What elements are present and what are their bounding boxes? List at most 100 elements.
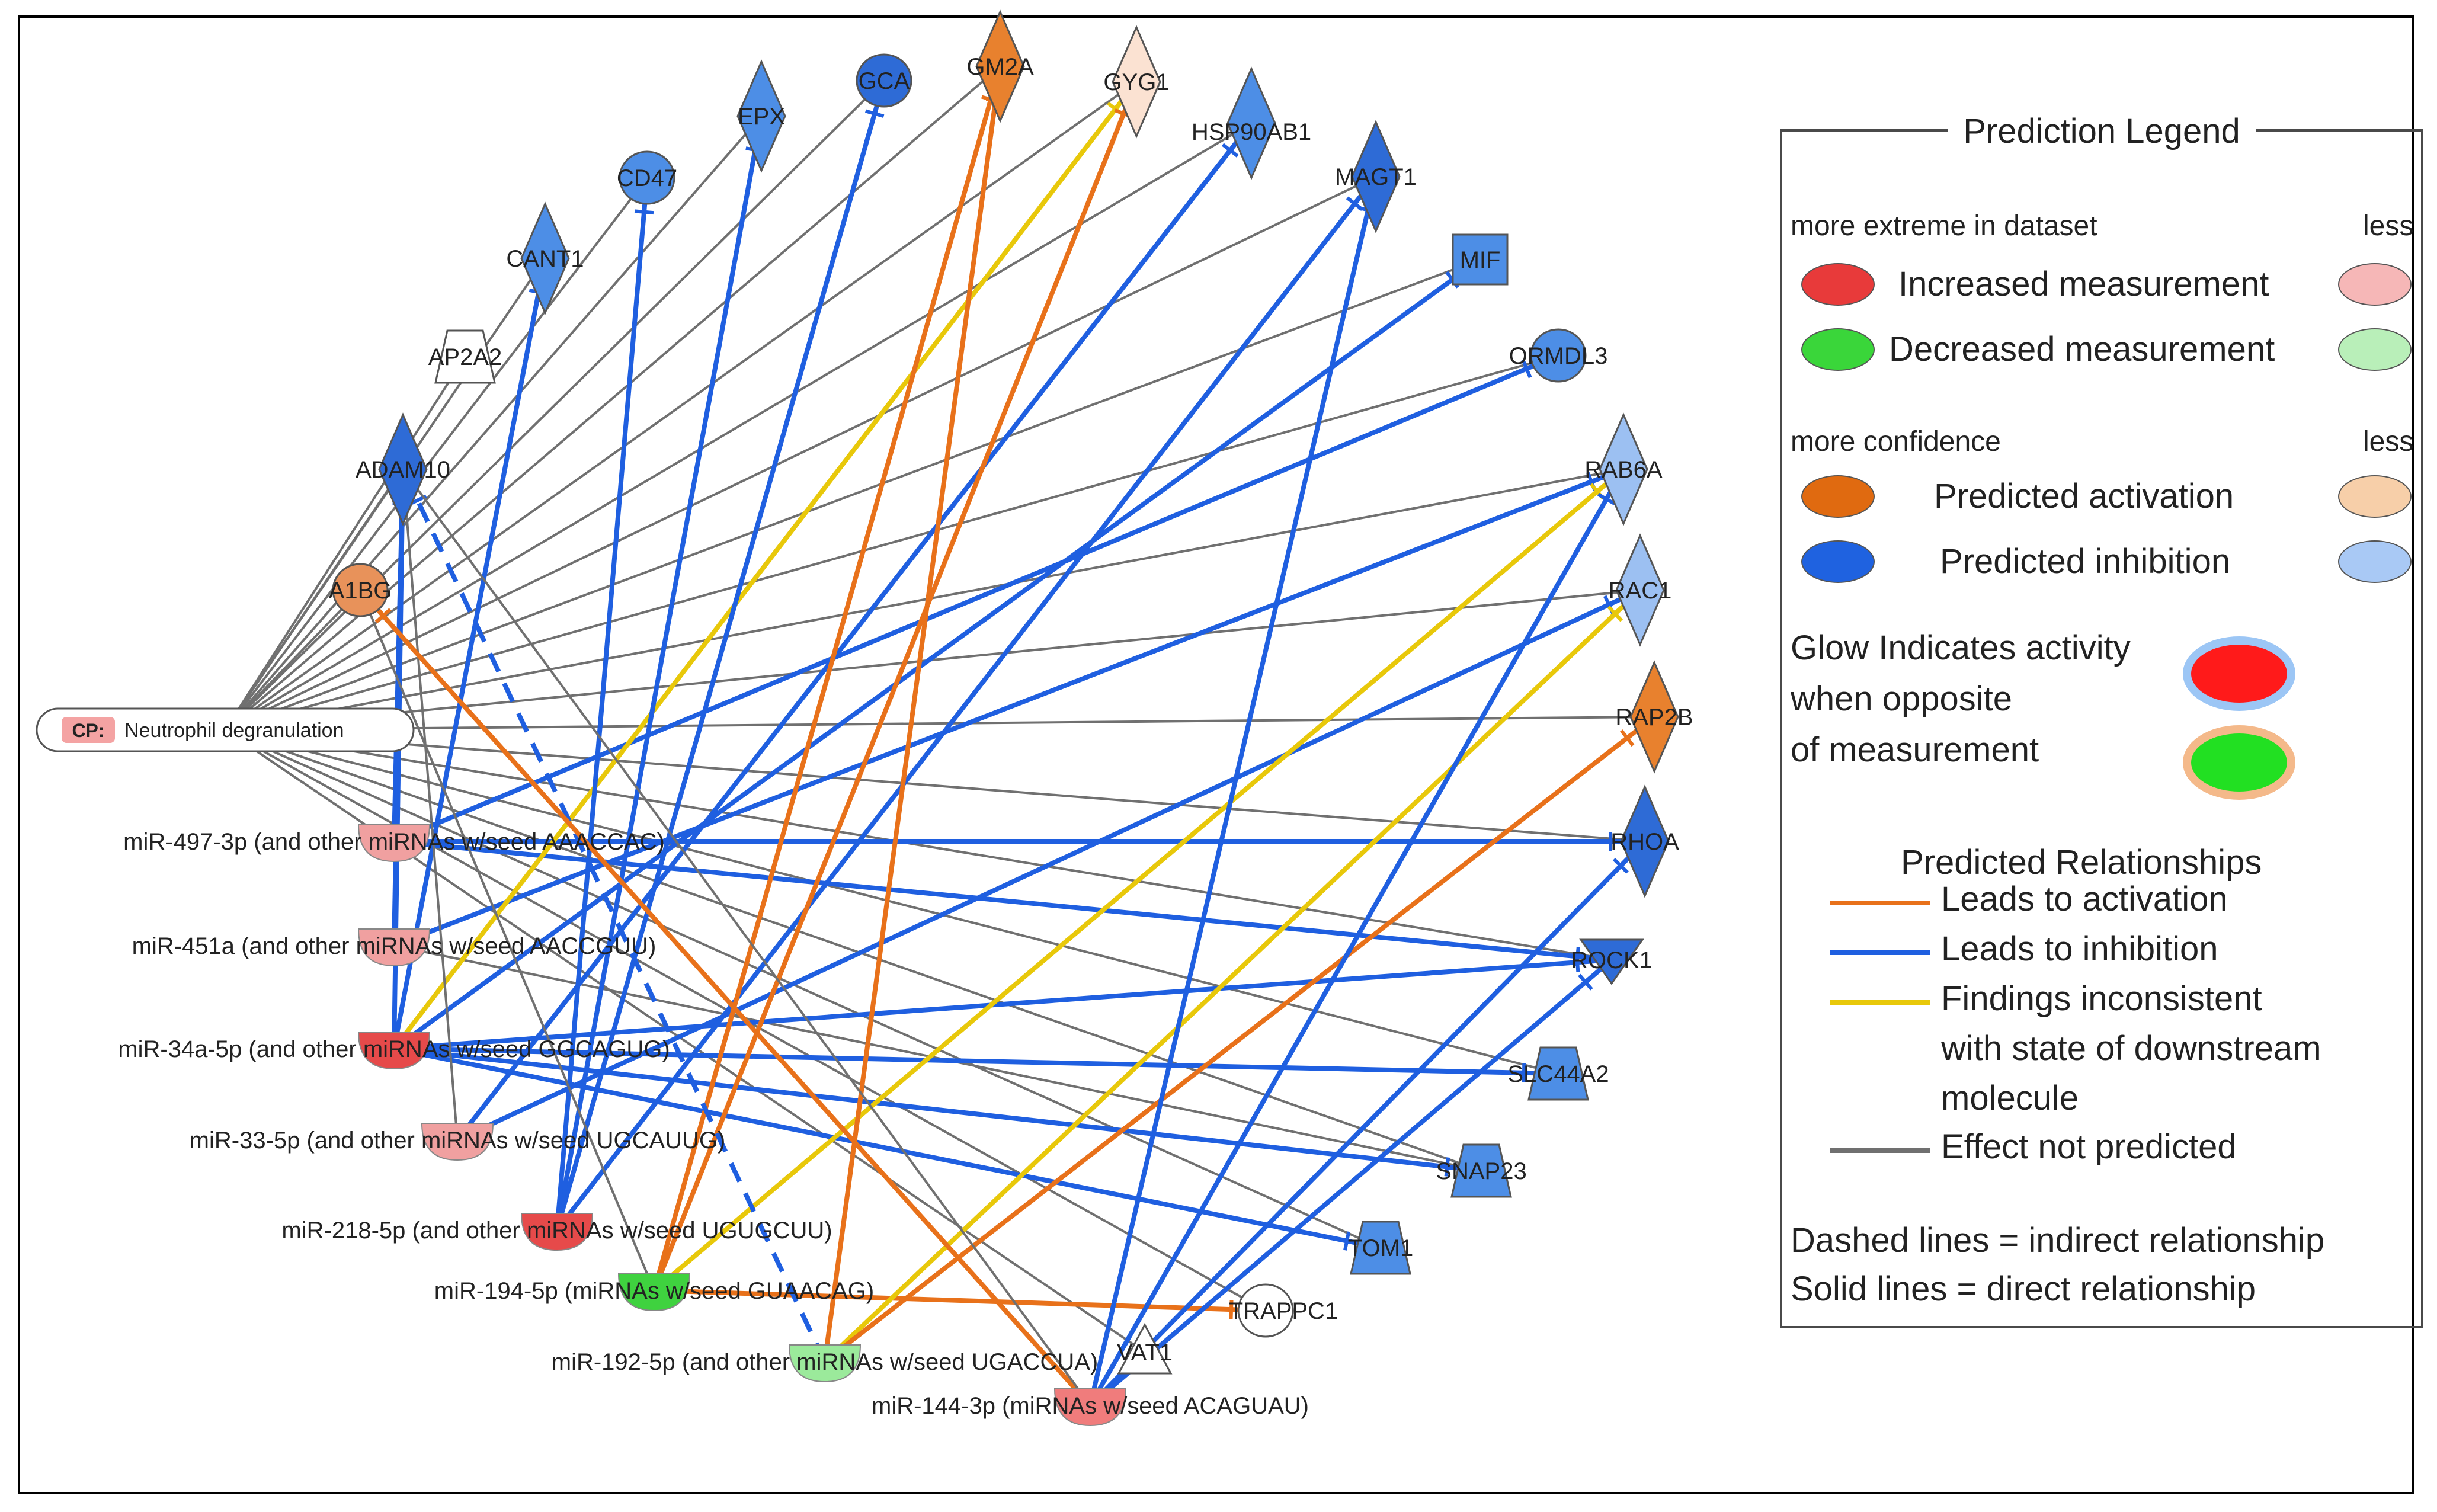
node-label-a1bg: A1BG [329, 578, 392, 604]
legend-rel-activation: Leads to activation [1941, 880, 2228, 918]
node-tom1[interactable] [1350, 1221, 1411, 1275]
edge-end-m192-RAP2B [1620, 729, 1635, 747]
swatch-increased-strong [1801, 263, 1875, 306]
node-snap23[interactable] [1450, 1143, 1512, 1198]
edge-m34-TOM1 [393, 1046, 1381, 1250]
edge-end-m34-SNAP23 [1444, 1157, 1450, 1177]
node-ormdl3[interactable] [1530, 328, 1587, 383]
legend-line-inhibition [1830, 950, 1930, 955]
edge-m218-CD47 [555, 177, 649, 1231]
edge-end-m34-ROCK1 [1574, 953, 1580, 972]
edge-end-m497-ORMDL3 [1521, 359, 1532, 379]
node-layer: CP:Neutrophil degranulationADAM10AP2A2CA… [36, 9, 1693, 1427]
node-label-rock1: ROCK1 [1571, 947, 1653, 973]
node-trappc1[interactable] [1237, 1283, 1294, 1338]
mirna-node-m451[interactable] [357, 928, 431, 967]
swatch-inhibition-weak [2338, 540, 2412, 583]
legend-extreme-header: more extreme in dataset [1791, 210, 2097, 242]
node-label-adam10: ADAM10 [356, 457, 450, 483]
node-label-cant1: CANT1 [506, 246, 584, 272]
node-label-rab6a: RAB6A [1584, 457, 1662, 483]
hub-tag: CP: [72, 720, 104, 741]
edge-hub-HSP90AB1 [224, 122, 1253, 731]
node-label-vat1: VAT1 [1117, 1340, 1173, 1366]
edge-hub-SNAP23 [225, 729, 1482, 1172]
network-diagram: CP:Neutrophil degranulationADAM10AP2A2CA… [36, 9, 1693, 1427]
legend-title: Prediction Legend [1948, 112, 2256, 150]
edge-m144-RHOA [1088, 840, 1647, 1407]
edge-m497-ROCK1 [393, 839, 1612, 962]
edge-m218-MAGT1 [555, 175, 1378, 1232]
node-cant1[interactable] [520, 201, 570, 315]
node-slc44a2[interactable] [1527, 1046, 1589, 1101]
edge-end-m218-CD47 [634, 209, 654, 215]
edge-m218-GCA [555, 79, 886, 1231]
legend-less-1: less [2363, 210, 2414, 242]
node-gca[interactable] [856, 53, 912, 108]
legend-confidence-header: more confidence [1791, 426, 2001, 457]
node-gm2a[interactable] [975, 9, 1025, 123]
node-rhoa[interactable] [1620, 784, 1670, 898]
mirna-label-m194: miR-194-5p (miRNAs w/seed GUAACAG) [434, 1278, 874, 1304]
edge-m192-RAC1 [823, 588, 1642, 1363]
edge-hub-EPX [224, 115, 763, 731]
swatch-activation-weak [2338, 475, 2412, 518]
edge-m194-TRAPPC1 [654, 1288, 1266, 1313]
legend-rel-inconsistent-1: Findings inconsistent [1941, 979, 2262, 1018]
edge-m192-GM2A [822, 66, 1003, 1362]
legend-increased: Increased measurement [1898, 265, 2269, 303]
edge-m497-ORMDL3 [393, 353, 1559, 844]
edge-end-m192-RAC1 [1607, 606, 1623, 622]
node-mif[interactable] [1452, 233, 1509, 286]
hub-node[interactable] [36, 707, 415, 752]
edge-hub-CANT1 [224, 257, 546, 731]
node-adam10[interactable] [378, 412, 428, 526]
node-epx[interactable] [736, 59, 786, 173]
node-label-snap23: SNAP23 [1436, 1158, 1526, 1184]
figure-frame [18, 15, 2414, 1494]
node-hsp90ab1[interactable] [1226, 66, 1276, 180]
node-rab6a[interactable] [1599, 412, 1648, 526]
swatch-inhibition-strong [1801, 540, 1875, 583]
edge-m144-RAB6A [1088, 468, 1626, 1407]
edge-end-m144-A1BG [374, 608, 392, 624]
edge-m144-A1BG [358, 588, 1092, 1407]
legend-glow-2: when opposite [1791, 680, 2013, 718]
mirna-node-m192[interactable] [788, 1344, 862, 1383]
node-rap2b[interactable] [1629, 660, 1679, 774]
node-a1bg[interactable] [332, 563, 389, 617]
edge-hub-RAP2B [225, 716, 1655, 731]
node-label-gca: GCA [859, 68, 910, 94]
node-gyg1[interactable] [1112, 25, 1161, 139]
mirna-node-m33[interactable] [421, 1123, 494, 1161]
node-rock1[interactable] [1579, 938, 1644, 985]
edge-m33-HSP90AB1 [455, 121, 1254, 1142]
mirna-node-m34[interactable] [357, 1032, 431, 1070]
edge-m144-ADAM10 [402, 468, 1091, 1407]
legend-rel-inhibition: Leads to inhibition [1941, 930, 2218, 968]
edge-layer [224, 65, 1656, 1408]
node-rac1[interactable] [1615, 533, 1665, 647]
mirna-label-m451: miR-451a (and other miRNAs w/seed AACCGU… [132, 933, 657, 959]
edge-m451-RAB6A [393, 467, 1625, 948]
legend-less-2: less [2363, 426, 2414, 457]
edge-m144-ROCK1 [1088, 957, 1613, 1408]
mirna-node-m144[interactable] [1053, 1388, 1127, 1427]
node-magt1[interactable] [1351, 120, 1401, 233]
node-vat1[interactable] [1117, 1322, 1173, 1375]
node-ap2a2[interactable] [434, 329, 496, 384]
legend-glow-3: of measurement [1791, 731, 2039, 769]
edge-end-m34-SLC44A2 [1522, 1063, 1526, 1082]
mirna-node-m218[interactable] [520, 1213, 594, 1251]
node-label-gyg1: GYG1 [1103, 69, 1169, 95]
node-label-trappc1: TRAPPC1 [1229, 1298, 1338, 1324]
legend-line-not-predicted [1830, 1148, 1930, 1153]
edge-hub-ORMDL3 [225, 354, 1559, 731]
edge-end-m34-TOM1 [1343, 1231, 1351, 1251]
mirna-node-m194[interactable] [617, 1273, 691, 1312]
legend-inhibition: Predicted inhibition [1940, 542, 2231, 581]
node-label-hsp90ab1: HSP90AB1 [1192, 119, 1311, 145]
mirna-node-m497[interactable] [357, 824, 431, 863]
node-cd47[interactable] [619, 150, 675, 205]
edge-hub-SLC44A2 [225, 729, 1559, 1075]
